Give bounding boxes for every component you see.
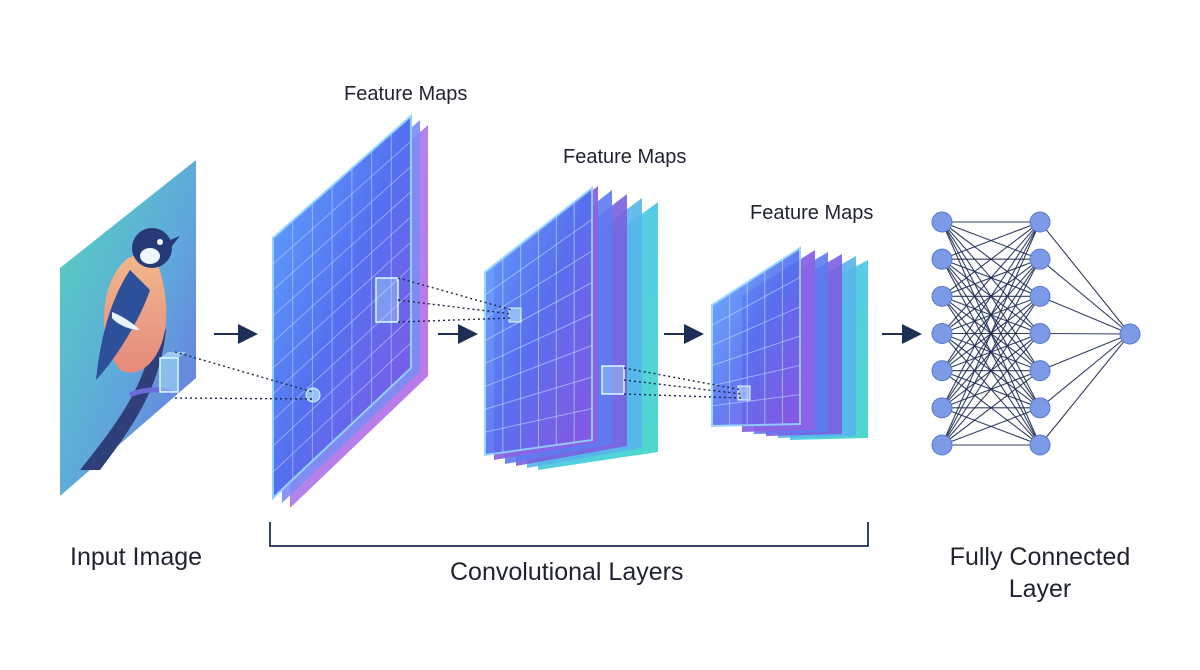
fc-connection	[941, 221, 1041, 446]
fc-node	[931, 285, 953, 307]
fc-connection	[1039, 333, 1131, 372]
fc-connection	[941, 296, 1041, 446]
fc-connection	[1039, 333, 1131, 446]
grid-line	[484, 250, 593, 319]
fc-node	[1029, 211, 1051, 233]
fc-node	[931, 248, 953, 270]
fully-connected-label-line1: Fully Connected	[949, 543, 1131, 571]
grid-line	[484, 219, 593, 296]
fc-node	[1029, 397, 1051, 419]
fc-connection	[941, 333, 1041, 446]
fc-connection	[1039, 221, 1131, 335]
fc-connection	[941, 221, 1041, 297]
fc-connection	[941, 221, 1041, 260]
fc-connection	[1039, 333, 1131, 409]
input-image-label: Input Image	[70, 543, 203, 571]
fc-connection	[941, 221, 1041, 334]
fc-node	[931, 360, 953, 382]
grid-line	[484, 376, 593, 410]
grid-line	[272, 216, 412, 343]
fc-connection	[941, 370, 1041, 446]
grid-line	[484, 408, 593, 433]
output-node	[1119, 323, 1141, 345]
grid-line	[711, 335, 801, 366]
fully-connected-label-line2: Layer	[1008, 575, 1072, 603]
grid-line	[272, 241, 412, 369]
grid-line	[272, 140, 412, 265]
feature-map-layer-1	[272, 113, 428, 508]
fc-connection	[1039, 258, 1131, 335]
fc-node	[1029, 323, 1051, 344]
grid-line	[272, 166, 412, 291]
feature-maps-label-1: Feature Maps	[344, 83, 468, 105]
feature-maps-label-3: Feature Maps	[750, 202, 874, 224]
fc-node	[931, 323, 953, 344]
grid-line	[272, 317, 412, 447]
grid-line	[711, 306, 801, 346]
fc-node	[1029, 434, 1051, 456]
grid-line	[272, 266, 412, 395]
fc-node	[1029, 248, 1051, 270]
grid-line	[484, 282, 593, 342]
input-image-panel	[60, 160, 196, 496]
fc-node	[931, 434, 953, 456]
fc-connection	[1039, 332, 1131, 335]
grid-line	[272, 342, 412, 473]
feature-maps-label-2: Feature Maps	[563, 146, 687, 168]
fc-node	[931, 211, 953, 233]
fully-connected-network	[931, 211, 1141, 456]
fc-connection	[941, 407, 1041, 446]
feature-map-layer-2	[484, 185, 658, 470]
convolutional-layers-label: Convolutional Layers	[450, 558, 684, 586]
grid-line	[484, 313, 593, 364]
feature-map-layer-3	[711, 246, 868, 440]
fc-connection	[941, 258, 1041, 446]
bird-illustration	[80, 228, 180, 470]
grid-line	[711, 394, 801, 407]
fc-connection	[941, 221, 1041, 371]
grid-line	[711, 364, 801, 387]
grid-line	[484, 345, 593, 387]
fc-node	[1029, 360, 1051, 382]
receptive-field-lines	[174, 277, 743, 400]
grid-line	[711, 276, 801, 326]
fc-node	[931, 397, 953, 419]
fc-connection	[941, 221, 1041, 409]
grid-line	[272, 191, 412, 317]
fc-connection	[1039, 295, 1131, 335]
conv-bracket	[269, 522, 869, 547]
fc-node	[1029, 285, 1051, 307]
